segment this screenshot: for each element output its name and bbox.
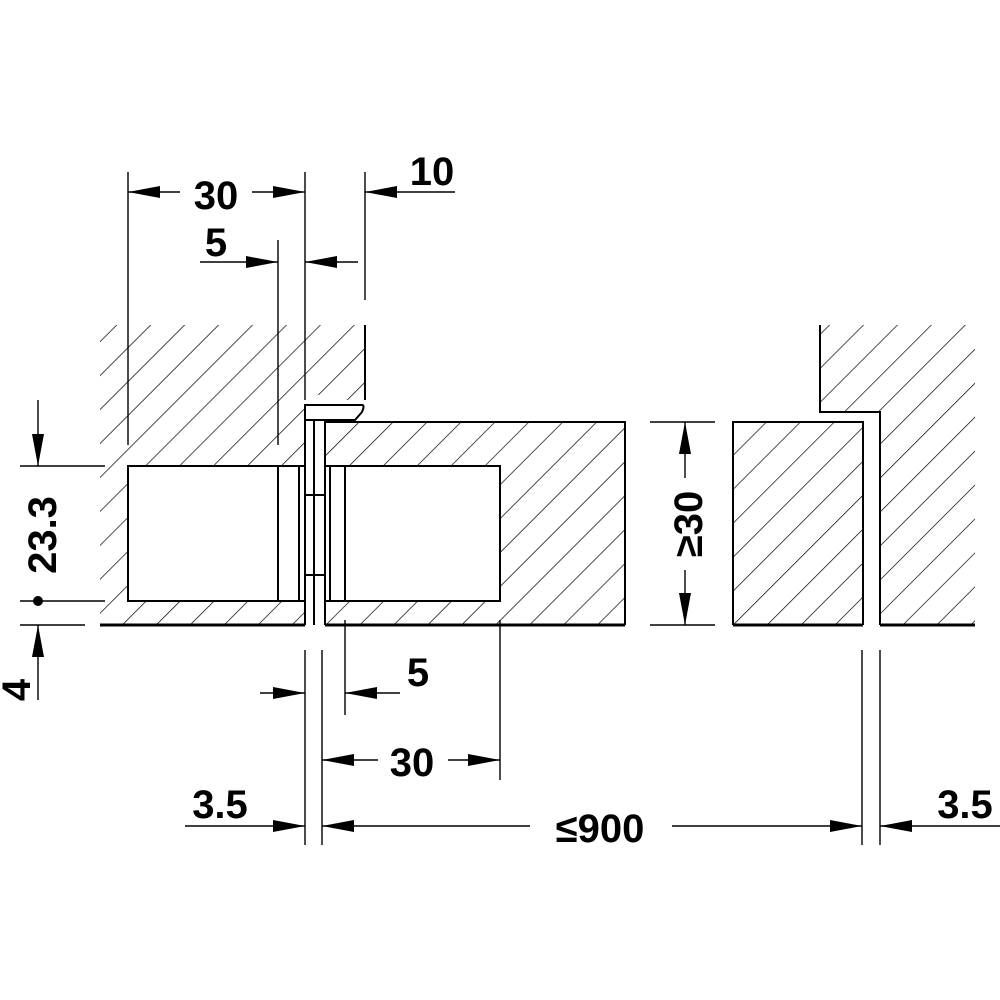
dim-label-30-top: 30: [194, 174, 239, 218]
hinge-knuckle: [305, 494, 325, 576]
center-mark-dot: [33, 596, 43, 606]
hinge-body-right: [325, 465, 501, 602]
dim-label-3-5-left: 3.5: [192, 783, 248, 827]
dim-label-door-width: ≤900: [556, 807, 645, 851]
hinge-body-left: [127, 465, 305, 602]
hinge-pin-cap: [304, 404, 365, 625]
dim-label-4: 4: [0, 678, 39, 701]
dim-label-10: 10: [410, 150, 455, 194]
extension-lines: [20, 172, 881, 845]
dim-label-5-top: 5: [205, 221, 227, 265]
frame-outlines: [100, 325, 975, 627]
dimension-lines: [32, 186, 1000, 832]
dim-label-23-3: 23.3: [21, 496, 65, 574]
dim-label-frame-depth: ≥30: [667, 491, 711, 557]
dim-label-3-5-right: 3.5: [937, 783, 993, 827]
right-door-section: [733, 422, 863, 625]
dim-label-5-bottom: 5: [407, 651, 429, 695]
dim-label-30-bottom: 30: [390, 741, 435, 785]
